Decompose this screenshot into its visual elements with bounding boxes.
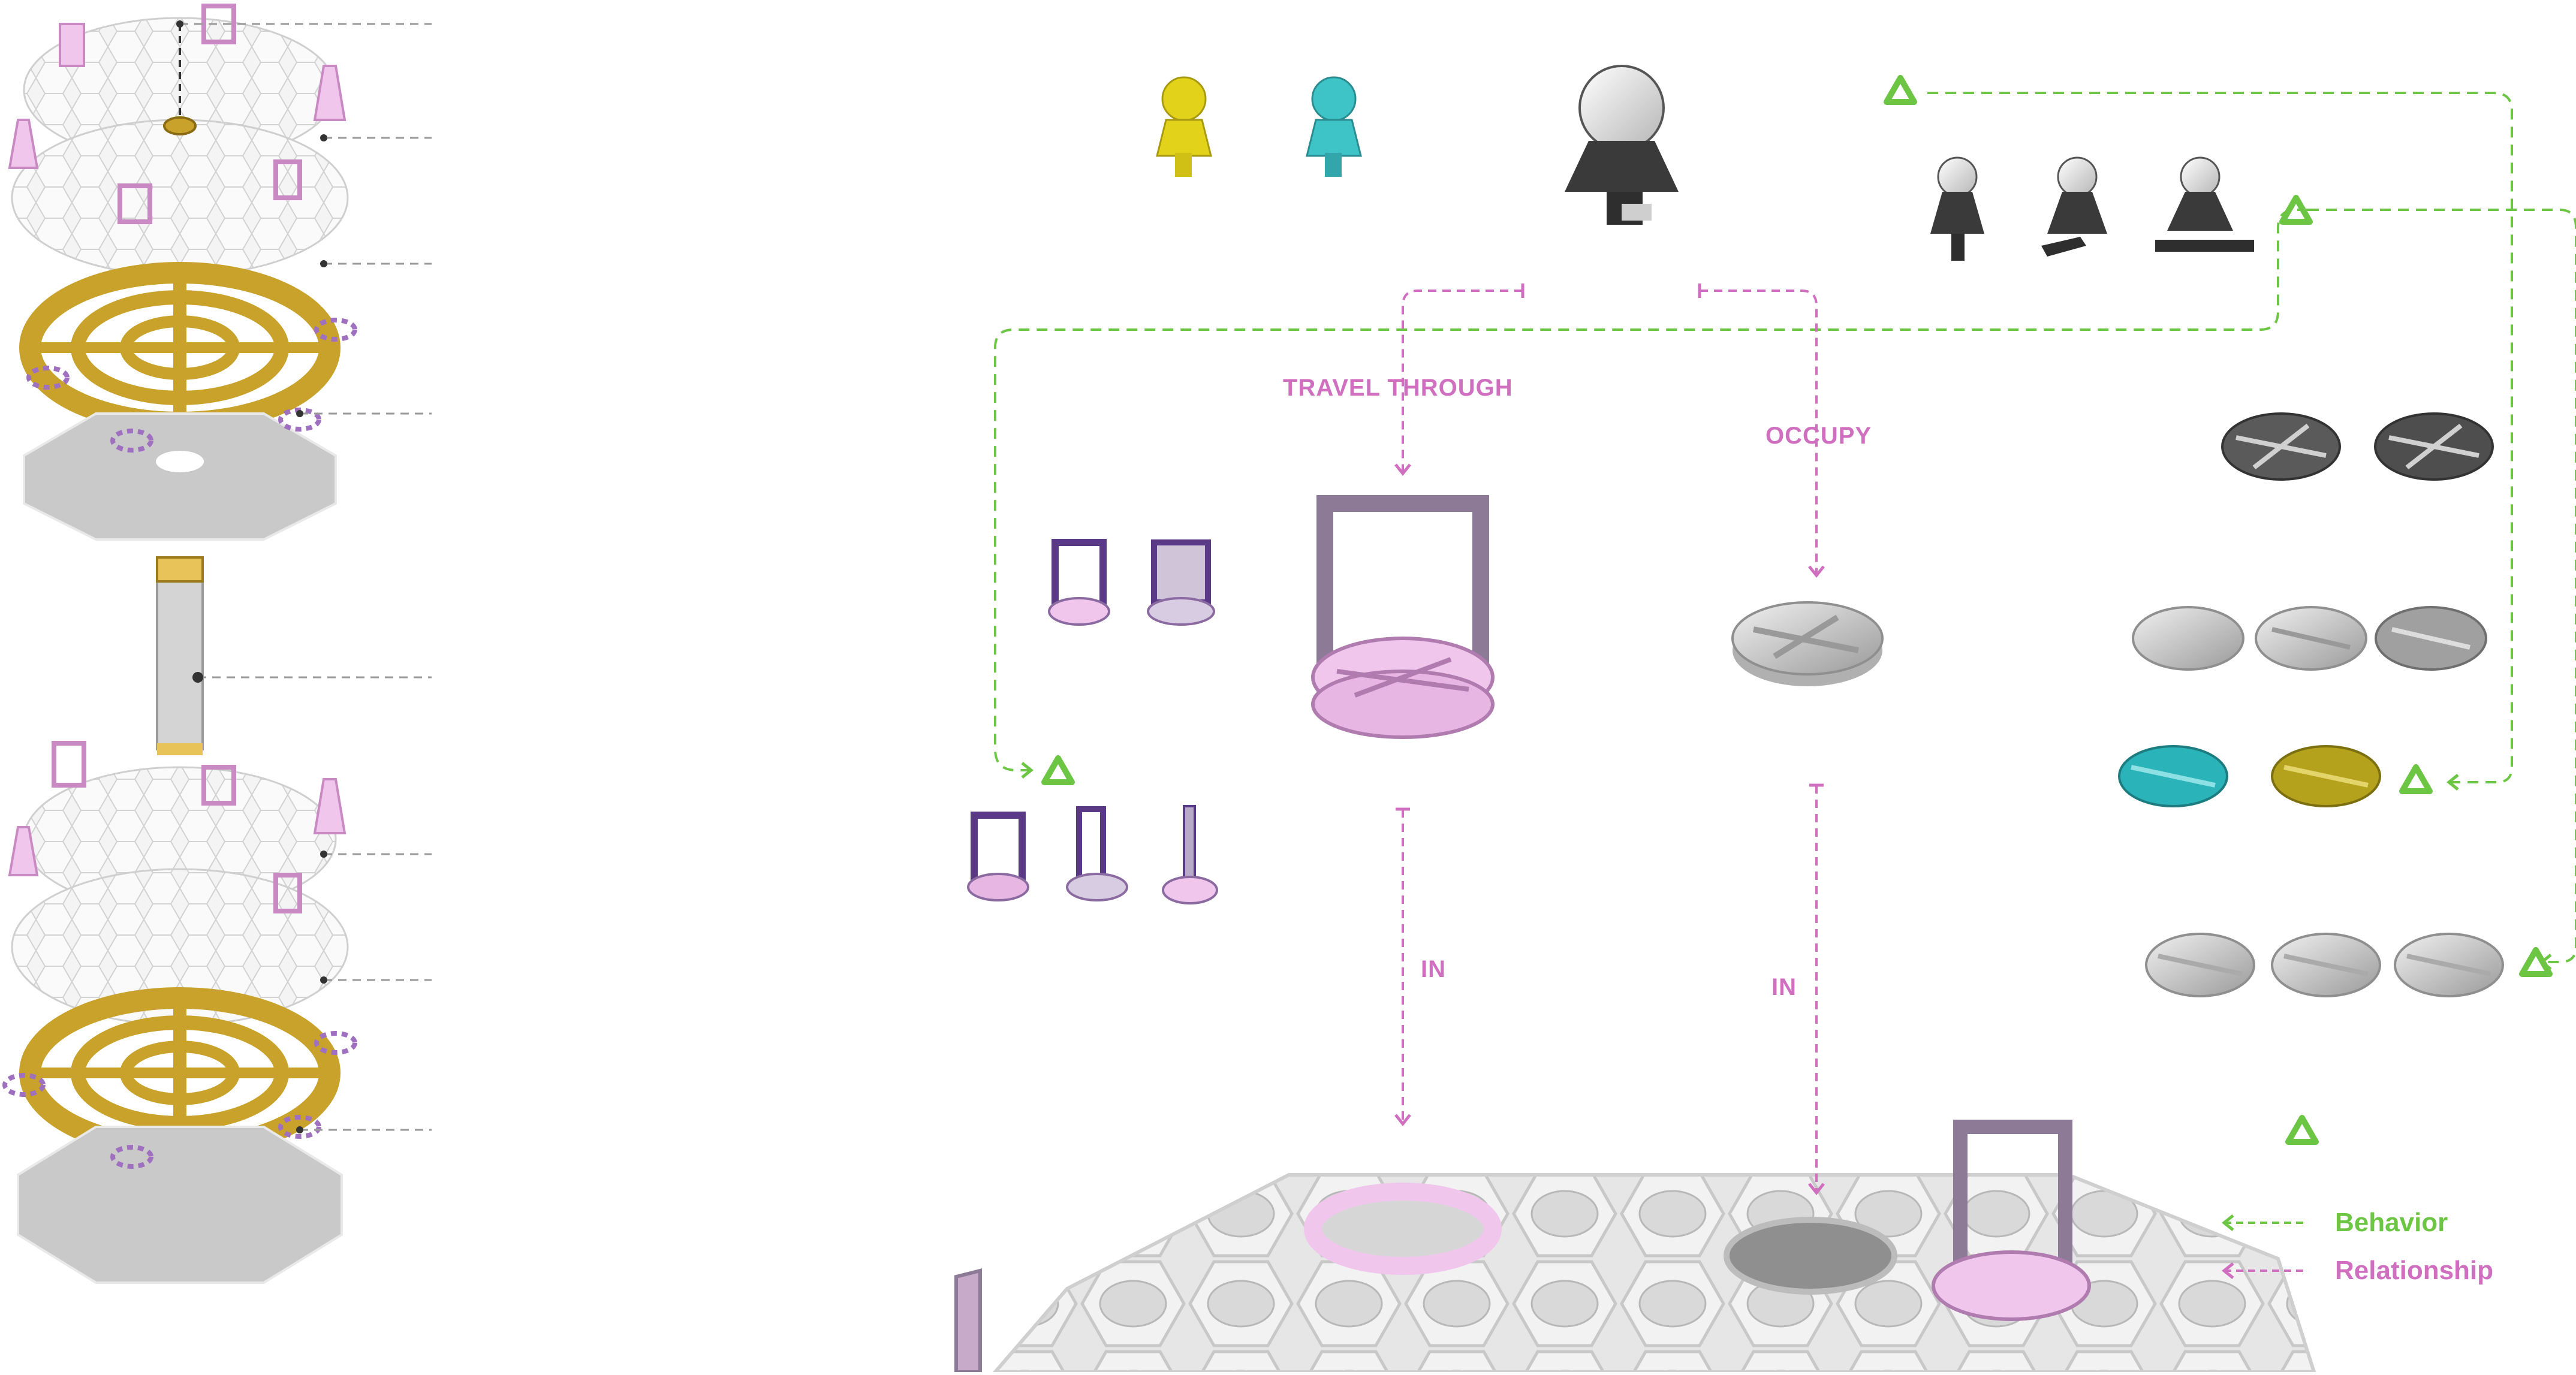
behavior-connectors	[994, 92, 2576, 963]
occupy-label: OCCUPY	[1765, 423, 1872, 449]
small-gates-row-2	[967, 805, 1218, 904]
travel-through-label: TRAVEL THROUGH	[1283, 375, 1513, 401]
legend-behavior-line	[2221, 1214, 2308, 1231]
relationship-arrowheads	[1394, 284, 1825, 1196]
legend-behavior-label: Behavior	[2335, 1208, 2448, 1237]
center-shaft	[156, 556, 204, 755]
in-label-left: IN	[1421, 956, 1446, 982]
grey-disc-occupy	[1731, 601, 1884, 686]
gold-coin	[163, 116, 197, 135]
grey-discs-row	[2132, 606, 2487, 671]
grey-discs-row-lower	[2145, 933, 2504, 997]
teal-pawn	[1306, 76, 1362, 177]
relationship-connectors	[1402, 290, 1818, 1193]
in-label-right: IN	[1771, 974, 1797, 1000]
stack-leader-dots	[176, 20, 327, 1133]
colored-discs-row	[2118, 745, 2381, 807]
stack-leader-lines	[180, 23, 432, 1131]
textured-dark-discs	[2221, 412, 2494, 481]
triangle-outline-icon	[1041, 75, 2553, 1145]
small-dark-pieces	[1930, 156, 2254, 261]
legend-relationship-line	[2221, 1262, 2308, 1279]
large-pink-gate	[1311, 495, 1495, 739]
grey-base-lower	[17, 1126, 343, 1284]
legend-relationship-label: Relationship	[2335, 1256, 2494, 1285]
game-board-perspective	[954, 1120, 2317, 1374]
small-gates-row-1	[1048, 539, 1215, 626]
large-dark-player-piece	[1565, 65, 1679, 225]
exploded-stack-lower	[2, 741, 357, 1284]
exploded-stack-upper	[8, 4, 357, 541]
grey-base-upper	[23, 412, 337, 541]
yellow-pawn	[1156, 76, 1212, 177]
